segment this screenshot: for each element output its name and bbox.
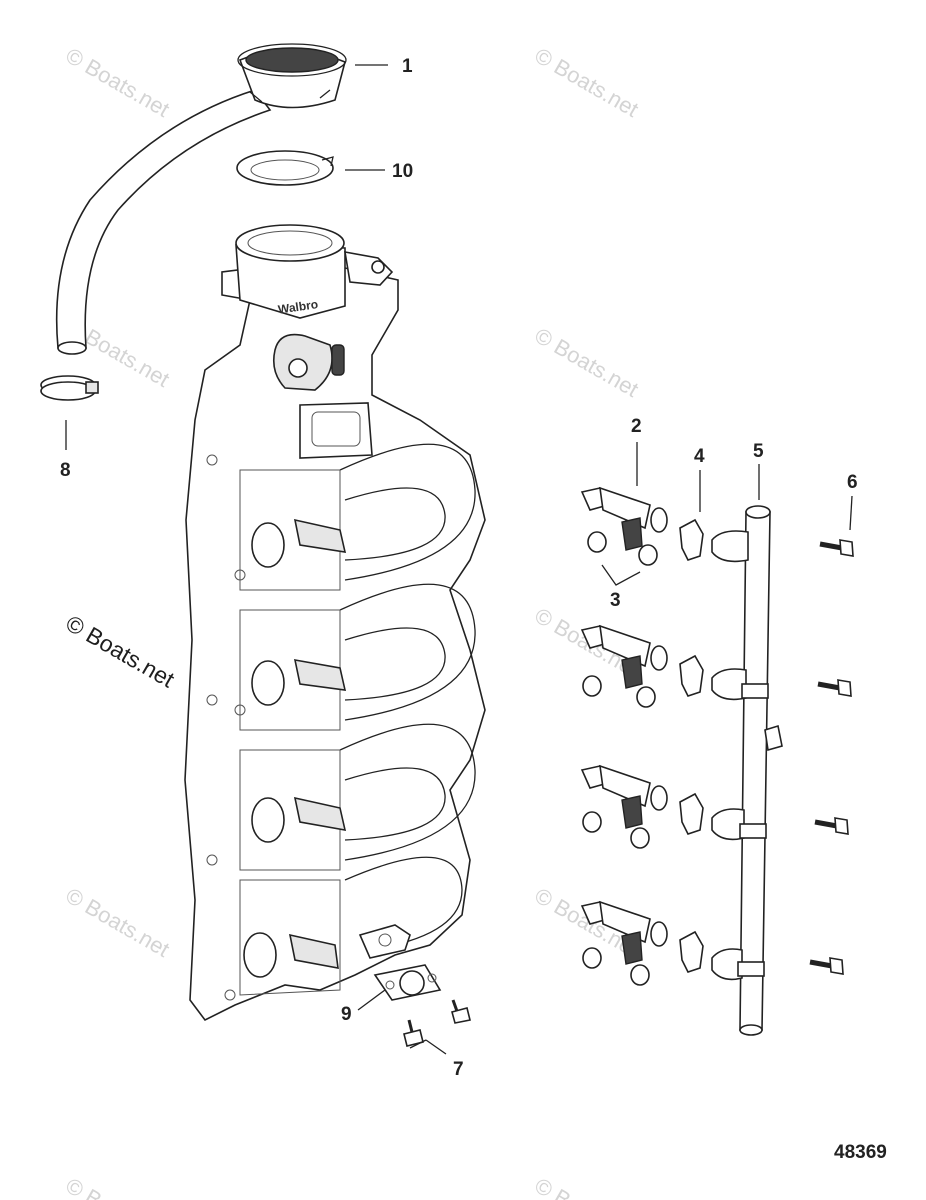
fuel-rail (711, 505, 783, 1036)
o-ring (630, 827, 650, 849)
o-ring (638, 544, 658, 566)
injector-boss (251, 796, 347, 843)
bolt (814, 817, 849, 835)
hose-clamp (40, 375, 99, 401)
bolt (809, 957, 844, 975)
intake-manifold: Walbro (184, 224, 486, 1022)
watermark: © Boats.net (62, 1173, 174, 1200)
callout-8: 8 (60, 460, 71, 481)
injector-boss (243, 932, 339, 978)
rail-cup (711, 948, 765, 981)
o-ring (636, 686, 656, 708)
o-ring (582, 947, 602, 969)
screw (451, 999, 471, 1024)
callout-9: 9 (341, 1004, 352, 1025)
retaining-clip (679, 930, 704, 973)
callout-3: 3 (610, 590, 621, 611)
rail-cup (711, 530, 749, 563)
callout-1: 1 (402, 56, 413, 77)
map-sensor (373, 964, 442, 1001)
watermark: © Boats.net (531, 1173, 643, 1200)
watermark: © Boats.net (62, 43, 174, 122)
fuel-injector (580, 764, 668, 829)
injector-boss (251, 518, 347, 568)
bolt (817, 679, 852, 697)
callout-2: 2 (631, 416, 642, 437)
callout-10: 10 (392, 161, 413, 182)
retaining-clip (679, 518, 704, 561)
callout-4: 4 (694, 446, 705, 467)
callouts: 1 10 8 2 4 5 6 3 9 7 (60, 56, 858, 1080)
retaining-clip (679, 654, 704, 697)
o-ring (582, 811, 602, 833)
o-ring (582, 675, 602, 697)
watermark: © Boats.net (531, 323, 643, 402)
rail-cup (711, 668, 769, 701)
document-number: 48369 (834, 1142, 887, 1163)
screw (403, 1019, 424, 1047)
rail-cup (711, 808, 767, 841)
callout-7: 7 (453, 1059, 464, 1080)
fuel-injector (580, 624, 668, 689)
leader-lines (65, 64, 853, 1055)
watermark: © Boats.net (531, 43, 643, 122)
o-ring (630, 964, 650, 986)
o-ring (587, 531, 607, 553)
watermark: © Boats.net (62, 883, 174, 962)
gasket (236, 150, 334, 186)
fuel-injector (580, 486, 668, 551)
fuel-injector (580, 900, 668, 965)
watermark-prominent: © Boats.net (62, 610, 180, 693)
bolt (819, 539, 854, 557)
air-filter-with-hose (55, 43, 347, 355)
callout-5: 5 (753, 441, 764, 462)
retaining-clip (679, 792, 704, 835)
callout-6: 6 (847, 472, 858, 493)
injector-boss (251, 659, 347, 706)
manufacturer-marking: Walbro (277, 297, 319, 316)
